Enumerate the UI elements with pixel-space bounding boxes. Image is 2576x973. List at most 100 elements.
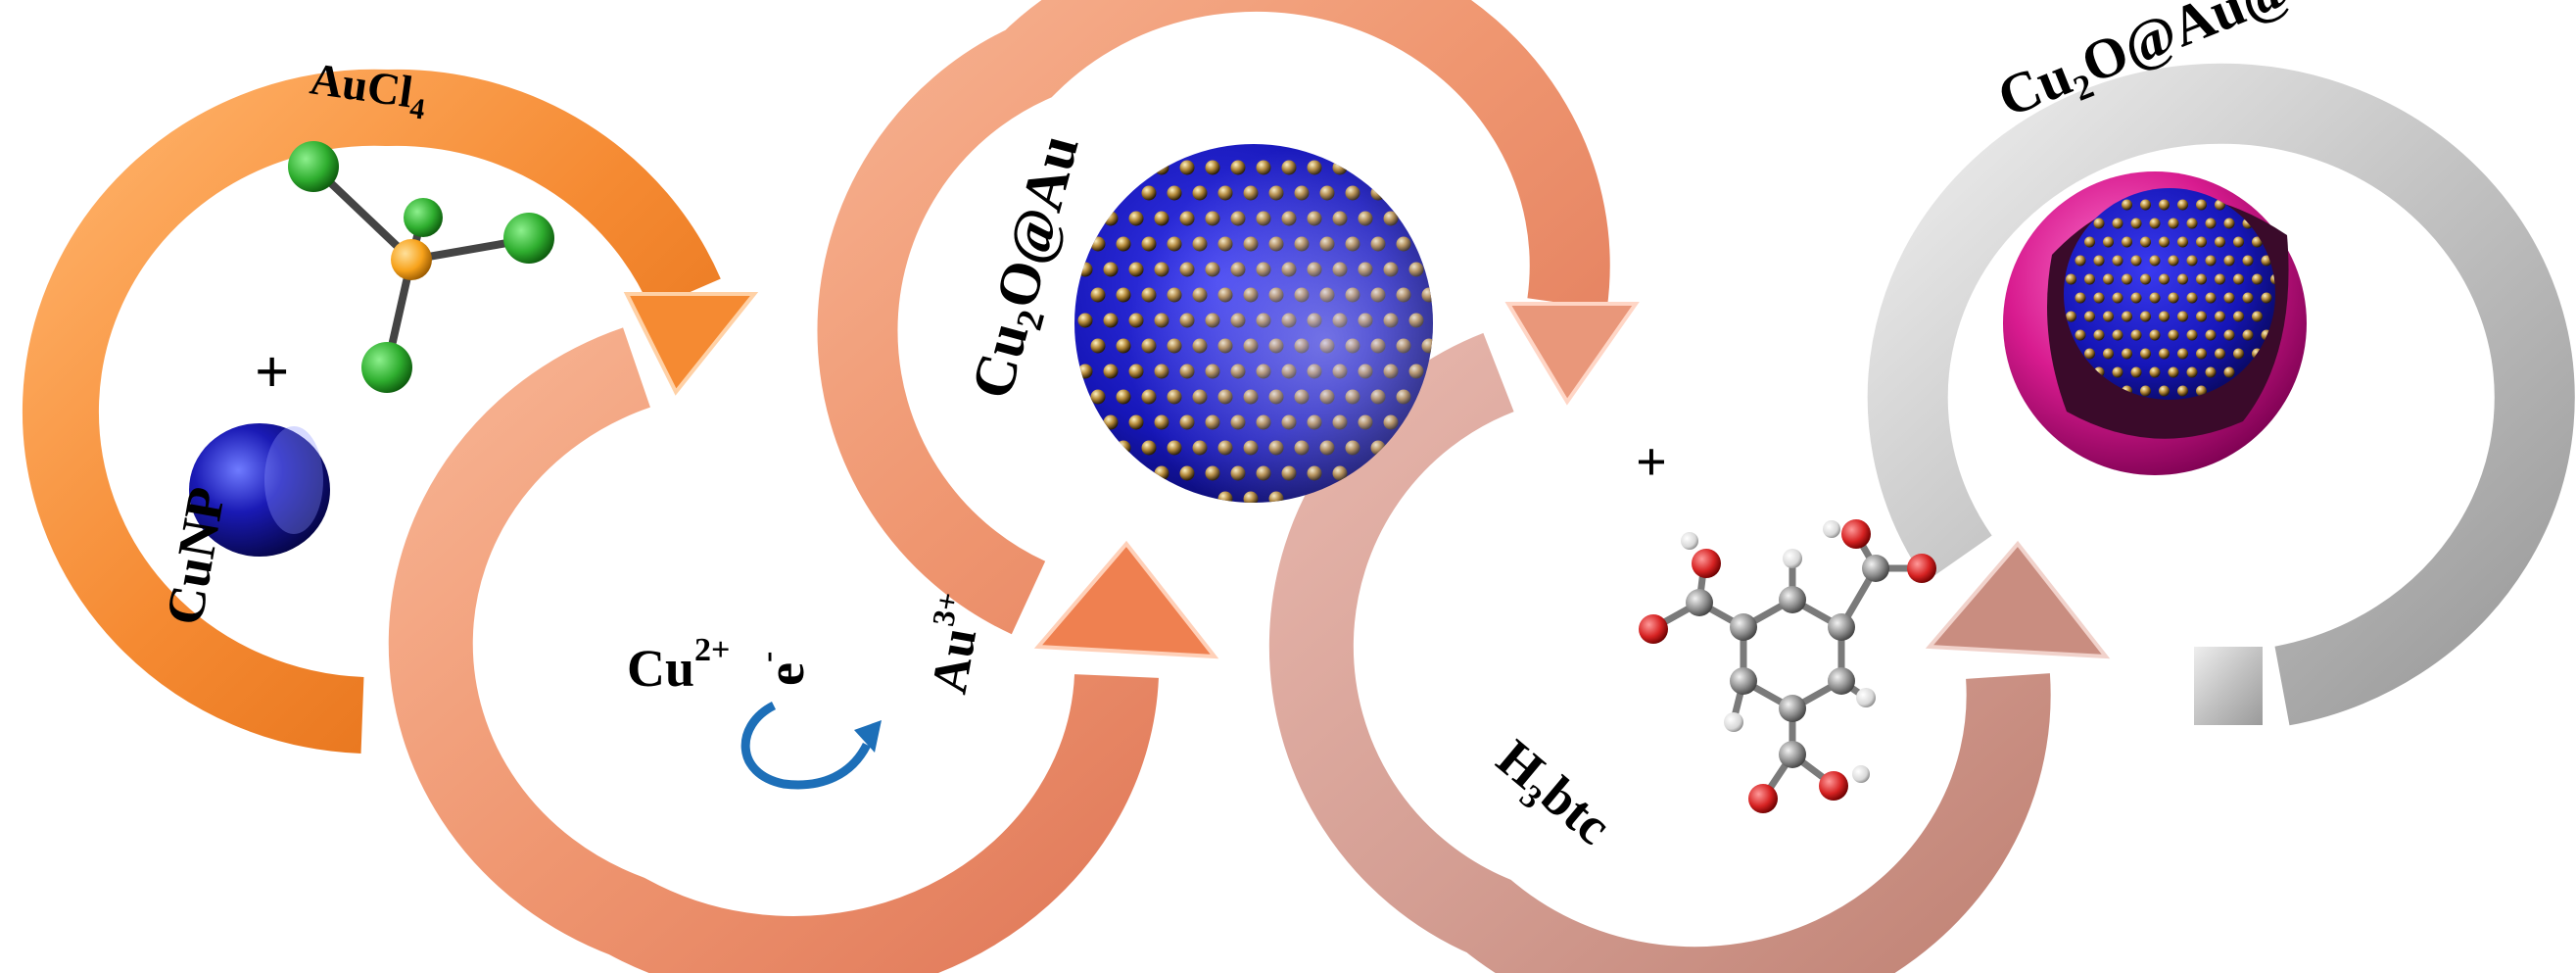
gold-nanodot (2140, 273, 2151, 285)
gold-nanodot (2223, 218, 2235, 229)
gold-nanodot (2177, 236, 2188, 248)
au3-ion-label: Au3+ (914, 590, 994, 698)
gold-nanodot (2205, 366, 2217, 378)
gold-nanodot (2093, 255, 2105, 267)
gold-nanodot (2223, 329, 2235, 341)
gold-nanodot (2084, 311, 2095, 322)
h3btc-label: H3btc (1481, 728, 1622, 861)
gold-nanodot (2215, 348, 2225, 360)
gold-nanodot (2140, 348, 2151, 360)
gold-nanodot (2223, 255, 2235, 267)
cunp-label: CuNP (155, 483, 237, 629)
gold-nanodot (2168, 366, 2179, 378)
gold-nanodot (2159, 348, 2170, 360)
gold-nanodot (2066, 273, 2076, 285)
gold-nanodot (2215, 311, 2225, 322)
gold-nanodot (2159, 273, 2170, 285)
gold-nanodot (2186, 292, 2198, 304)
arrow-orange-top (22, 69, 759, 754)
gold-nanodot (2084, 236, 2095, 248)
gold-nanodot (2112, 218, 2123, 229)
gold-nanodot (2196, 199, 2207, 211)
gold-nanodot (2159, 236, 2170, 248)
gold-nanodot (2122, 236, 2132, 248)
arrow-pink-bottom (1268, 332, 2111, 973)
gold-nanodot (2186, 218, 2198, 229)
electron-label: e- (749, 652, 815, 686)
gold-nanodot (2186, 366, 2198, 378)
gold-nanodot (2186, 329, 2198, 341)
gold-nanodot (2122, 348, 2132, 360)
gold-nanodot (2103, 348, 2114, 360)
gold-nanodot (2122, 199, 2132, 211)
gold-nanodot (2130, 329, 2142, 341)
gold-nanodot (2103, 311, 2114, 322)
gold-nanodot (2084, 348, 2095, 360)
gold-nanodot (2196, 311, 2207, 322)
gold-nanodot (2159, 199, 2170, 211)
gold-nanodot (2149, 255, 2161, 267)
gold-nanodot (2177, 348, 2188, 360)
gold-nanodot (2233, 311, 2244, 322)
gold-nanodot (2149, 292, 2161, 304)
chlorine-atom (503, 213, 554, 264)
gold-nanodot (2140, 385, 2151, 397)
gold-nanodot (2270, 273, 2275, 285)
gold-nanodot (2215, 273, 2225, 285)
gold-nanodot (2205, 329, 2217, 341)
gold-nanodot (2252, 273, 2263, 285)
gold-nanodot (2112, 329, 2123, 341)
arrow-salmon-bottom (388, 327, 1219, 973)
gold-nanodot (2186, 255, 2198, 267)
chlorine-atom (288, 141, 339, 192)
gold-atom (391, 239, 432, 280)
plus-sign-1: + (255, 339, 289, 406)
gold-nanodot (2242, 329, 2254, 341)
gold-nanodot (2075, 329, 2086, 341)
gold-nanodot (2066, 311, 2076, 322)
gold-nanodot (2093, 218, 2105, 229)
gold-nanodot (2177, 273, 2188, 285)
gold-nanodot (2149, 218, 2161, 229)
gold-nanodot (2242, 292, 2254, 304)
gold-nanodot (2140, 311, 2151, 322)
gold-nanodot (2093, 329, 2105, 341)
gold-nanodot (2196, 348, 2207, 360)
chlorine-atom (404, 198, 443, 237)
gold-nanodot (2242, 255, 2254, 267)
gold-nanodot (2168, 255, 2179, 267)
cu2o-au-cumof-particle (2003, 171, 2307, 475)
gold-nanodot (2103, 273, 2114, 285)
gold-nanodot (2149, 366, 2161, 378)
gold-nanodot (2177, 385, 2188, 397)
cu2o-au-label: Cu2O@Au (959, 128, 1099, 408)
gold-nanodot (2093, 292, 2105, 304)
gold-nanodot (2149, 329, 2161, 341)
gold-nanodot (2168, 292, 2179, 304)
gold-nanodot (2252, 311, 2263, 322)
gold-nanodot (2205, 218, 2217, 229)
arrow-pink-top (817, 0, 1640, 635)
gold-nanodot (2159, 385, 2170, 397)
gold-nanodot (2196, 236, 2207, 248)
gold-nanodot (2130, 292, 2142, 304)
gold-nanodot (2177, 199, 2188, 211)
gold-nanodot (2140, 199, 2151, 211)
aucl4-molecule (288, 141, 554, 393)
gold-nanodot (2205, 292, 2217, 304)
gold-nanodot (2140, 236, 2151, 248)
gold-nanodot (2177, 311, 2188, 322)
gold-nanodot (2196, 273, 2207, 285)
h3btc-molecule (1639, 519, 1936, 813)
gold-nanodot (2075, 255, 2086, 267)
gold-nanodot (2196, 385, 2207, 397)
cu2o-au-sphere (1074, 144, 1433, 503)
gold-nanodot (2130, 218, 2142, 229)
gold-nanodot (2112, 255, 2123, 267)
gold-nanodot (2168, 329, 2179, 341)
gold-nanodot (2233, 273, 2244, 285)
gold-nanodot (2103, 236, 2114, 248)
gold-nanodot (2130, 255, 2142, 267)
gold-nanodot (2233, 348, 2244, 360)
